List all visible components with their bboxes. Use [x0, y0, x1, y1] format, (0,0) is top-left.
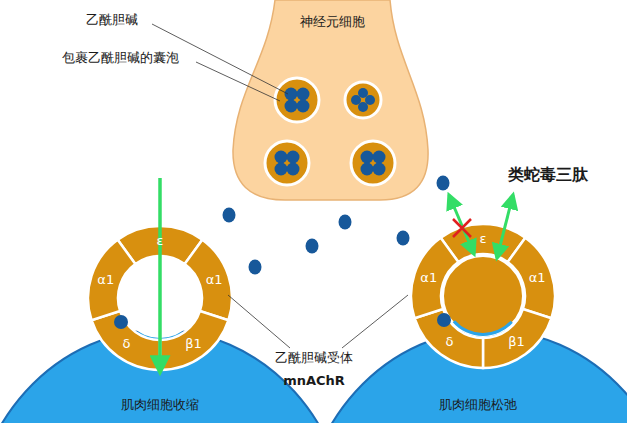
acetylcholine-dot	[287, 151, 300, 164]
acetylcholine-dot	[297, 88, 310, 101]
acetylcholine-dot	[358, 102, 368, 112]
neuron-cell: 神经元细胞	[296, 12, 369, 32]
acetylcholine-dot	[275, 151, 288, 164]
leader-line	[228, 295, 290, 348]
part-label: 类蛇毒三肽	[508, 165, 588, 184]
acetylcholine-dot	[287, 163, 300, 176]
vesicle	[351, 141, 395, 185]
subunit-name: ε	[156, 233, 163, 249]
acetylcholine-dot	[397, 231, 410, 246]
blocked-mark	[453, 219, 471, 237]
binding-arrow	[449, 195, 474, 254]
acetylcholine-dot	[285, 100, 298, 113]
muscle-cell: 肌肉细胞松弛	[435, 395, 521, 415]
cell-name: 神经元细胞	[300, 14, 365, 30]
acetylcholine-dot	[306, 239, 319, 254]
acetylcholine-dot	[373, 151, 386, 164]
vesicle	[345, 82, 381, 118]
bound-acetylcholine	[114, 315, 128, 329]
subunit-name: δ	[123, 336, 131, 352]
subunit-name: β1	[185, 336, 202, 352]
muscle-cell: 肌肉细胞收缩	[117, 395, 203, 415]
acetylcholine-dot	[361, 151, 374, 164]
ion-flow-arrow	[158, 178, 162, 372]
part-label: 乙酰胆碱	[86, 12, 138, 28]
subunit-name: α1	[206, 273, 223, 289]
vesicle	[265, 141, 309, 185]
plug-edge	[453, 320, 513, 336]
toxin-plug	[443, 256, 523, 336]
part-label: mnAChR	[283, 373, 345, 389]
acetylcholine-dot	[285, 88, 298, 101]
part-label: 乙酰胆碱受体	[275, 350, 353, 366]
bound-acetylcholine	[437, 313, 451, 327]
cell-name: 肌肉细胞松弛	[439, 397, 517, 413]
vesicle	[275, 78, 319, 122]
subunit-name: α1	[97, 273, 114, 289]
subunit-name: α1	[529, 271, 546, 287]
subunit-name: δ	[446, 334, 454, 350]
acetylcholine-dot	[249, 260, 262, 275]
subunit-name: β1	[508, 334, 525, 350]
binding-arrow	[497, 195, 513, 258]
subunit-name: α1	[420, 271, 437, 287]
subunit-name: ε	[479, 231, 486, 247]
acetylcholine-dot	[339, 215, 352, 230]
acetylcholine-dot	[275, 163, 288, 176]
acetylcholine-dot	[437, 176, 450, 191]
acetylcholine-dot	[223, 208, 236, 223]
acetylcholine-dot	[361, 163, 374, 176]
acetylcholine-dot	[373, 163, 386, 176]
part-label: 包裹乙酰胆碱的囊泡	[62, 50, 179, 66]
neuron-terminal	[233, 0, 428, 200]
leader-line	[342, 295, 408, 348]
leader-line	[196, 62, 280, 101]
cell-name: 肌肉细胞收缩	[121, 397, 199, 413]
acetylcholine-dot	[297, 100, 310, 113]
receptor	[411, 224, 555, 368]
